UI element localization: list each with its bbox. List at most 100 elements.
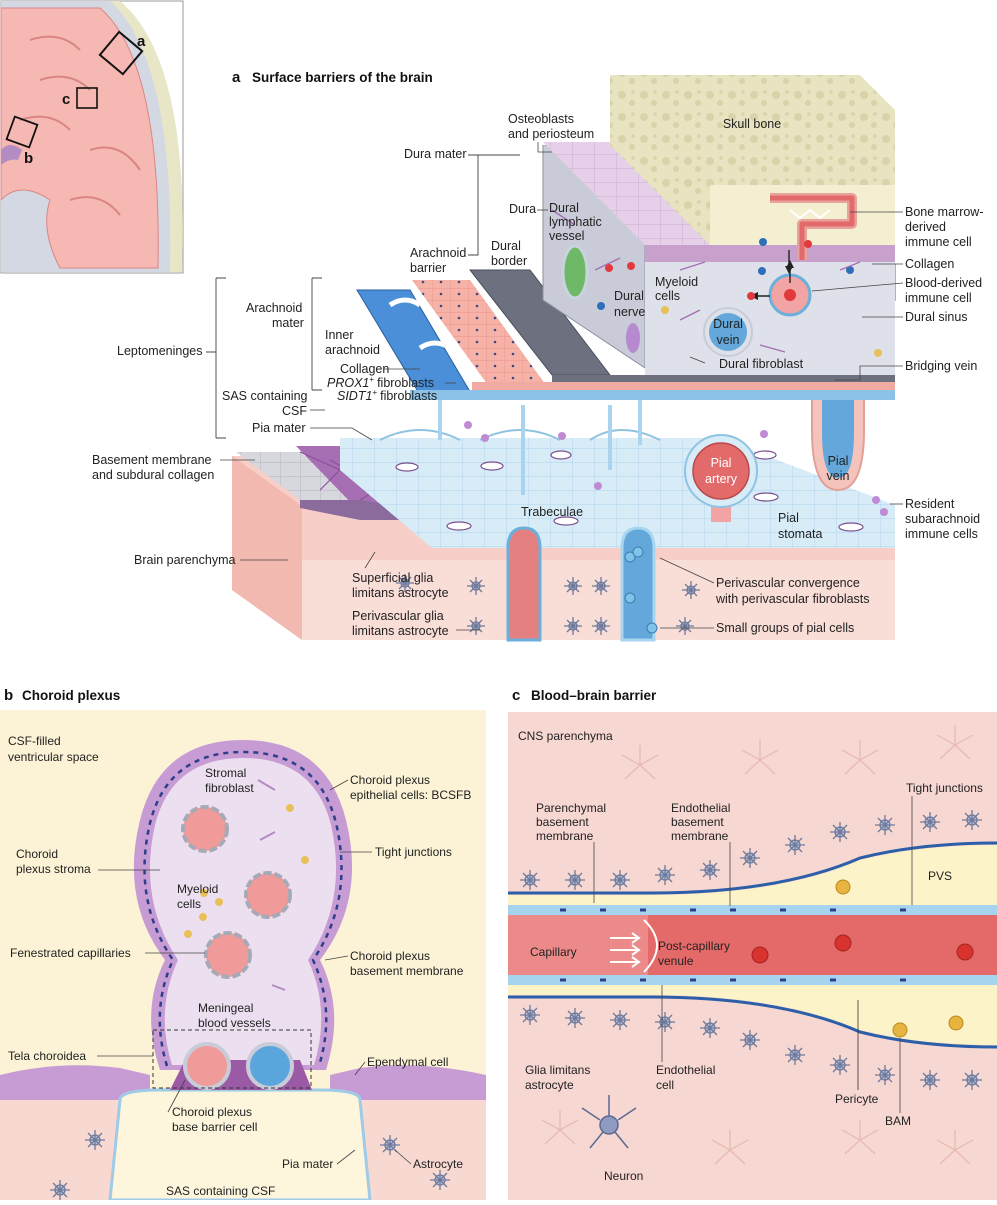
pial-stomata-label-1: Pial — [778, 511, 799, 525]
pericyte-label: Pericyte — [835, 1092, 879, 1106]
neuron-label: Neuron — [604, 1169, 643, 1183]
panel-a-title: Surface barriers of the brain — [252, 70, 433, 85]
bam-cells — [835, 879, 964, 1038]
tela-label: Tela choroidea — [8, 1049, 86, 1063]
inset-label-c: c — [62, 91, 70, 108]
dural-border-label-2: border — [491, 254, 527, 268]
cp-basement-label-2: basement membrane — [350, 964, 464, 978]
sidt1-plus: + — [372, 388, 377, 397]
dural-fibroblasts — [551, 209, 861, 353]
sas-region — [108, 1088, 372, 1202]
dural-immune-dots — [597, 238, 882, 357]
dural-vein-label-1: Dural — [713, 317, 743, 331]
endothelial-cell-label-2: cell — [656, 1078, 674, 1092]
cp-base-label-2: base barrier cell — [172, 1120, 257, 1134]
prox1-plus: + — [369, 375, 374, 384]
brain-section-inset: a c b — [0, 0, 184, 274]
perivascular-convergence-label-2: with perivascular fibroblasts — [715, 592, 870, 606]
prox1-rest: fibroblasts — [377, 376, 434, 390]
cp-stroma-label-1: Choroid — [16, 847, 58, 861]
dural-nerve-shape — [626, 323, 640, 353]
myeloid-cells-label-2: cells — [655, 289, 680, 303]
parenchymal-bm-label-2: basement — [536, 815, 589, 829]
stromal-fibroblast-label-1: Stromal — [205, 766, 246, 780]
arachnoid-mater-label-2: mater — [272, 316, 304, 330]
inset-label-a: a — [137, 33, 146, 50]
inset-cortex — [0, 7, 159, 269]
bone-marrow-label-3: immune cell — [905, 235, 972, 249]
capillary-label: Capillary — [530, 945, 577, 959]
endothelial-bm-label-3: membrane — [671, 829, 729, 843]
stromal-fibroblast-label-2: fibroblast — [205, 781, 254, 795]
leptomeninges-label: Leptomeninges — [117, 344, 202, 358]
dural-sinus-label: Dural sinus — [905, 310, 968, 324]
sidt1-gene: SIDT1 — [337, 389, 372, 403]
superficial-glia-label-2: limitans astrocyte — [352, 586, 449, 600]
pial-stomata-label-2: stomata — [778, 527, 823, 541]
resident-label-1: Resident — [905, 497, 955, 511]
flow-arrows — [610, 919, 658, 973]
csf-filled-label-1: CSF-filled — [8, 734, 61, 748]
pia-mater-label: Pia mater — [252, 421, 306, 435]
pia-mater-b-label: Pia mater — [282, 1157, 333, 1171]
cp-base-label-1: Choroid plexus — [172, 1105, 252, 1119]
blood-derived-label-1: Blood-derived — [905, 276, 982, 290]
resident-label-2: subarachnoid — [905, 512, 980, 526]
bone-marrow-label-2: derived — [905, 220, 946, 234]
tight-junctions-c-label: Tight junctions — [906, 781, 983, 795]
trabeculae-label: Trabeculae — [521, 505, 583, 519]
dural-border-sheet — [470, 270, 610, 375]
subarachnoid-immune-cells — [464, 421, 888, 516]
bbb-red-cells — [751, 934, 974, 964]
pial-vein-label-1: Pial — [828, 454, 849, 468]
pial-vein-label-2: vein — [827, 469, 850, 483]
inner-arachnoid-label-1: Inner — [325, 328, 354, 342]
dural-nerve-label-2: nerve — [614, 305, 645, 319]
dural-lymphatic-label-3: vessel — [549, 229, 584, 243]
endothelial-bm-label-1: Endothelial — [671, 801, 730, 815]
myeloid-b-label-2: cells — [177, 897, 201, 911]
perivascular-glia-label-1: Perivascular glia — [352, 609, 444, 623]
sidt1-rest: fibroblasts — [380, 389, 437, 403]
panel-a: a Surface barriers of the brain — [92, 69, 984, 642]
penetrating-vein — [620, 526, 658, 642]
panel-c-letter: c — [512, 687, 520, 704]
pial-artery-label-1: Pial — [711, 456, 732, 470]
parenchyma-astrocytes — [396, 574, 700, 635]
perivascular-glia-label-2: limitans astrocyte — [352, 624, 449, 638]
astrocyte-label: Astrocyte — [413, 1157, 463, 1171]
bbb-tight-junctions — [560, 908, 906, 982]
endothelial-bm-label-2: basement — [671, 815, 724, 829]
osteoblasts-label-2: and periosteum — [508, 127, 594, 141]
tight-junctions-b-label: Tight junctions — [375, 845, 452, 859]
bridging-vein-label: Bridging vein — [905, 359, 977, 373]
panel-b-title: Choroid plexus — [22, 688, 120, 703]
arachnoid-barrier-label-2: barrier — [410, 261, 446, 275]
superficial-glia-label-1: Superficial glia — [352, 571, 433, 585]
glia-limitans-astrocytes — [520, 810, 982, 1090]
trabeculae-strands — [438, 400, 642, 495]
dural-nerve-label-1: Dural — [614, 289, 644, 303]
bone-marrow-label-1: Bone marrow- — [905, 205, 984, 219]
panel-b-letter: b — [4, 687, 13, 704]
small-groups-label: Small groups of pial cells — [716, 621, 854, 635]
post-capillary-label-1: Post-capillary — [658, 939, 730, 953]
post-capillary-label-2: venule — [658, 954, 694, 968]
myeloid-b-label-1: Myeloid — [177, 882, 218, 896]
plexus-astrocytes — [50, 1130, 450, 1200]
prox1-gene: PROX1 — [327, 376, 369, 390]
inset-ventricle — [1, 145, 22, 165]
arachnoid-mater-label-1: Arachnoid — [246, 301, 302, 315]
csf-filled-label-2: ventricular space — [8, 750, 99, 764]
prox1-label: PROX1+fibroblasts — [327, 375, 434, 390]
periosteum-surface — [543, 142, 710, 245]
dural-lymphatic-label-2: lymphatic — [549, 215, 602, 229]
glia-limitans-label-1: Glia limitans — [525, 1063, 590, 1077]
tela-choroidea-box — [152, 1029, 312, 1089]
skull-bone-label: Skull bone — [723, 117, 781, 131]
collagen-left-label: Collagen — [340, 362, 389, 376]
fenestrated-label: Fenestrated capillaries — [10, 946, 131, 960]
cp-epithelial-label-2: epithelial cells: BCSFB — [350, 788, 471, 802]
panel-b: b Choroid plexus — [0, 687, 486, 1202]
